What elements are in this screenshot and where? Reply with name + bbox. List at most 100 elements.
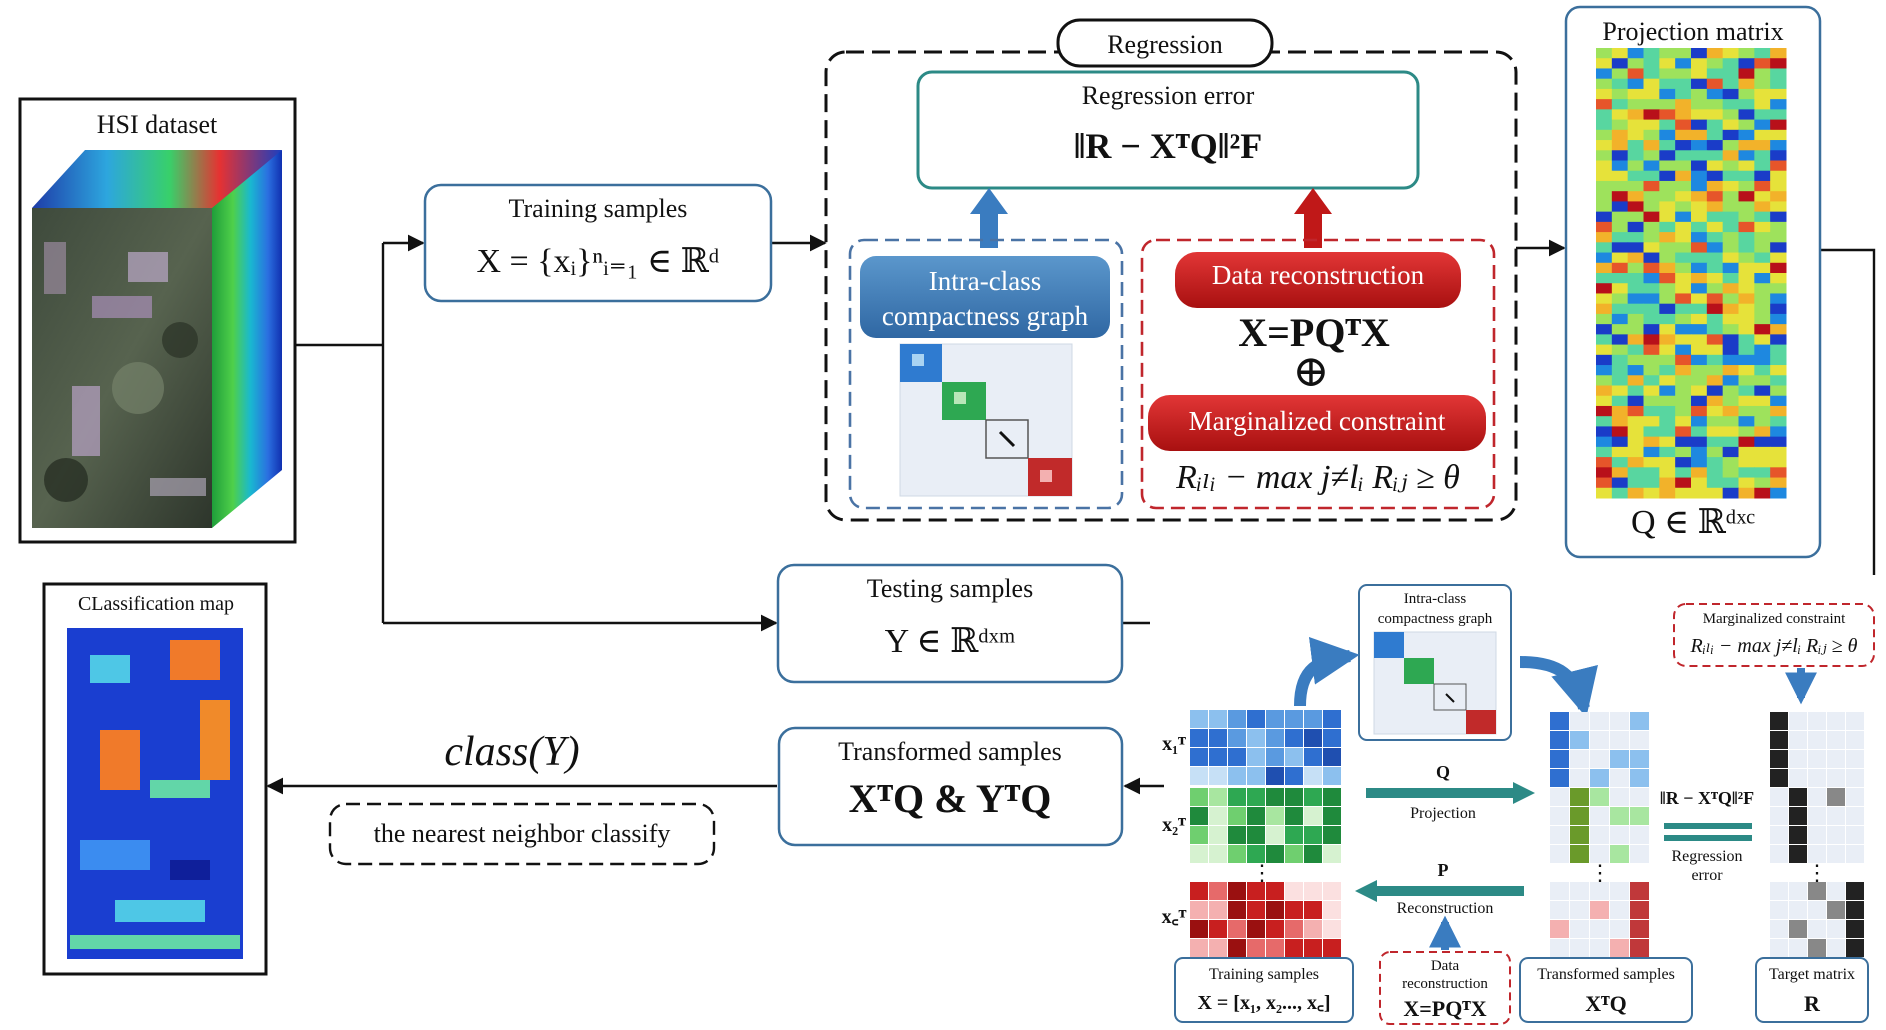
heatmap-cell	[1738, 160, 1755, 172]
heatmap-cell	[1691, 119, 1708, 131]
matrix-cell	[1247, 882, 1265, 900]
classification-map-panel: CLassification map	[42, 582, 268, 976]
heatmap-cell	[1659, 150, 1676, 161]
transformed-cell	[1610, 712, 1629, 730]
heatmap-cell	[1722, 221, 1739, 233]
transformed-cell	[1550, 845, 1569, 863]
heatmap-cell	[1706, 354, 1724, 366]
heatmap-cell	[1691, 201, 1708, 213]
heatmap-cell	[1596, 252, 1613, 264]
matrix-cell	[1304, 920, 1322, 938]
heatmap-cell	[1675, 201, 1692, 213]
target-cell	[1770, 882, 1788, 900]
heatmap-cell	[1738, 426, 1755, 438]
heatmap-cell	[1738, 365, 1755, 376]
heatmap-cell	[1596, 283, 1613, 294]
target-cell	[1789, 939, 1807, 957]
caption-data-formula: X=PQᵀX	[1403, 996, 1486, 1021]
hsi-image-texture	[44, 242, 206, 502]
marginalized-constraint-label: Marginalized constraint	[1189, 406, 1446, 436]
heatmap-cell	[1643, 405, 1660, 417]
heatmap-cell	[1722, 344, 1739, 356]
heatmap-cell	[1596, 242, 1613, 254]
heatmap-cell	[1706, 283, 1724, 294]
row-label-x1: x₁ᵀ	[1162, 733, 1186, 755]
heatmap-cell	[1722, 375, 1739, 386]
matrix-cell	[1247, 748, 1265, 766]
heatmap-cell	[1754, 436, 1771, 448]
heatmap-cell	[1675, 293, 1692, 305]
heatmap-cell	[1754, 467, 1771, 479]
heatmap-cell	[1770, 385, 1787, 397]
transformed-ellipsis: ⋮	[1589, 860, 1611, 885]
heatmap-cell	[1627, 242, 1644, 254]
heatmap-cell	[1722, 252, 1739, 264]
detail-transformed-matrix	[1550, 712, 1649, 957]
heatmap-cell	[1691, 395, 1708, 407]
target-cell	[1846, 731, 1864, 749]
heatmap-cell	[1643, 334, 1660, 346]
heatmap-cell	[1643, 232, 1660, 243]
heatmap-cell	[1627, 78, 1644, 90]
heatmap-cell	[1754, 283, 1771, 294]
transformed-cell	[1630, 731, 1649, 749]
heatmap-cell	[1596, 324, 1613, 335]
transformed-cell	[1590, 769, 1609, 787]
connectors	[266, 234, 1876, 795]
heatmap-cell	[1738, 221, 1755, 233]
heatmap-cell	[1738, 88, 1755, 100]
nearest-neighbor-box: the nearest neighbor classify	[328, 802, 716, 866]
transformed-cell	[1630, 882, 1649, 900]
transformed-cell	[1570, 826, 1589, 844]
matrix-cell	[1266, 748, 1284, 766]
transformed-cell	[1610, 901, 1629, 919]
matrix-cell	[1266, 882, 1284, 900]
heatmap-cell	[1738, 385, 1755, 397]
heatmap-cell	[1691, 242, 1708, 254]
heatmap-cell	[1706, 68, 1724, 80]
transformed-cell	[1550, 826, 1569, 844]
heatmap-cell	[1659, 477, 1676, 489]
p-label: P	[1438, 860, 1449, 880]
heatmap-cell	[1596, 487, 1613, 499]
target-cell	[1846, 826, 1864, 844]
heatmap-cell	[1675, 262, 1692, 274]
target-cell	[1827, 939, 1845, 957]
heatmap-cell	[1643, 68, 1660, 80]
matrix-cell	[1266, 710, 1284, 728]
heatmap-cell	[1738, 293, 1755, 305]
heatmap-cell	[1596, 68, 1613, 80]
heatmap-cell	[1596, 262, 1613, 274]
heatmap-cell	[1675, 273, 1692, 284]
heatmap-cell	[1675, 150, 1692, 161]
heatmap-cell	[1722, 405, 1739, 417]
heatmap-cell	[1659, 385, 1676, 397]
heatmap-cell	[1722, 354, 1739, 366]
heatmap-cell	[1659, 68, 1676, 80]
heatmap-cell	[1643, 262, 1660, 274]
heatmap-cell	[1675, 109, 1692, 121]
heatmap-cell	[1738, 344, 1755, 356]
heatmap-cell	[1611, 457, 1629, 468]
heatmap-cell	[1754, 477, 1771, 489]
heatmap-cell	[1770, 354, 1787, 366]
heatmap-cell	[1722, 191, 1739, 202]
heatmap-cell	[1627, 252, 1644, 264]
transformed-cell	[1630, 901, 1649, 919]
transformed-cell	[1590, 901, 1609, 919]
matrix-cell	[1266, 920, 1284, 938]
heatmap-cell	[1659, 211, 1676, 223]
transformed-cell	[1570, 882, 1589, 900]
heatmap-cell	[1611, 446, 1629, 458]
heatmap-cell	[1691, 487, 1708, 499]
transformed-cell	[1590, 826, 1609, 844]
heatmap-cell	[1770, 140, 1787, 151]
matrix-cell	[1209, 939, 1227, 957]
heatmap-cell	[1691, 344, 1708, 356]
curve-arrow-right	[1519, 656, 1598, 718]
heatmap-cell	[1675, 313, 1692, 325]
heatmap-cell	[1675, 354, 1692, 366]
heatmap-cell	[1627, 426, 1644, 438]
heatmap-cell	[1754, 344, 1771, 356]
heatmap-cell	[1611, 129, 1629, 141]
